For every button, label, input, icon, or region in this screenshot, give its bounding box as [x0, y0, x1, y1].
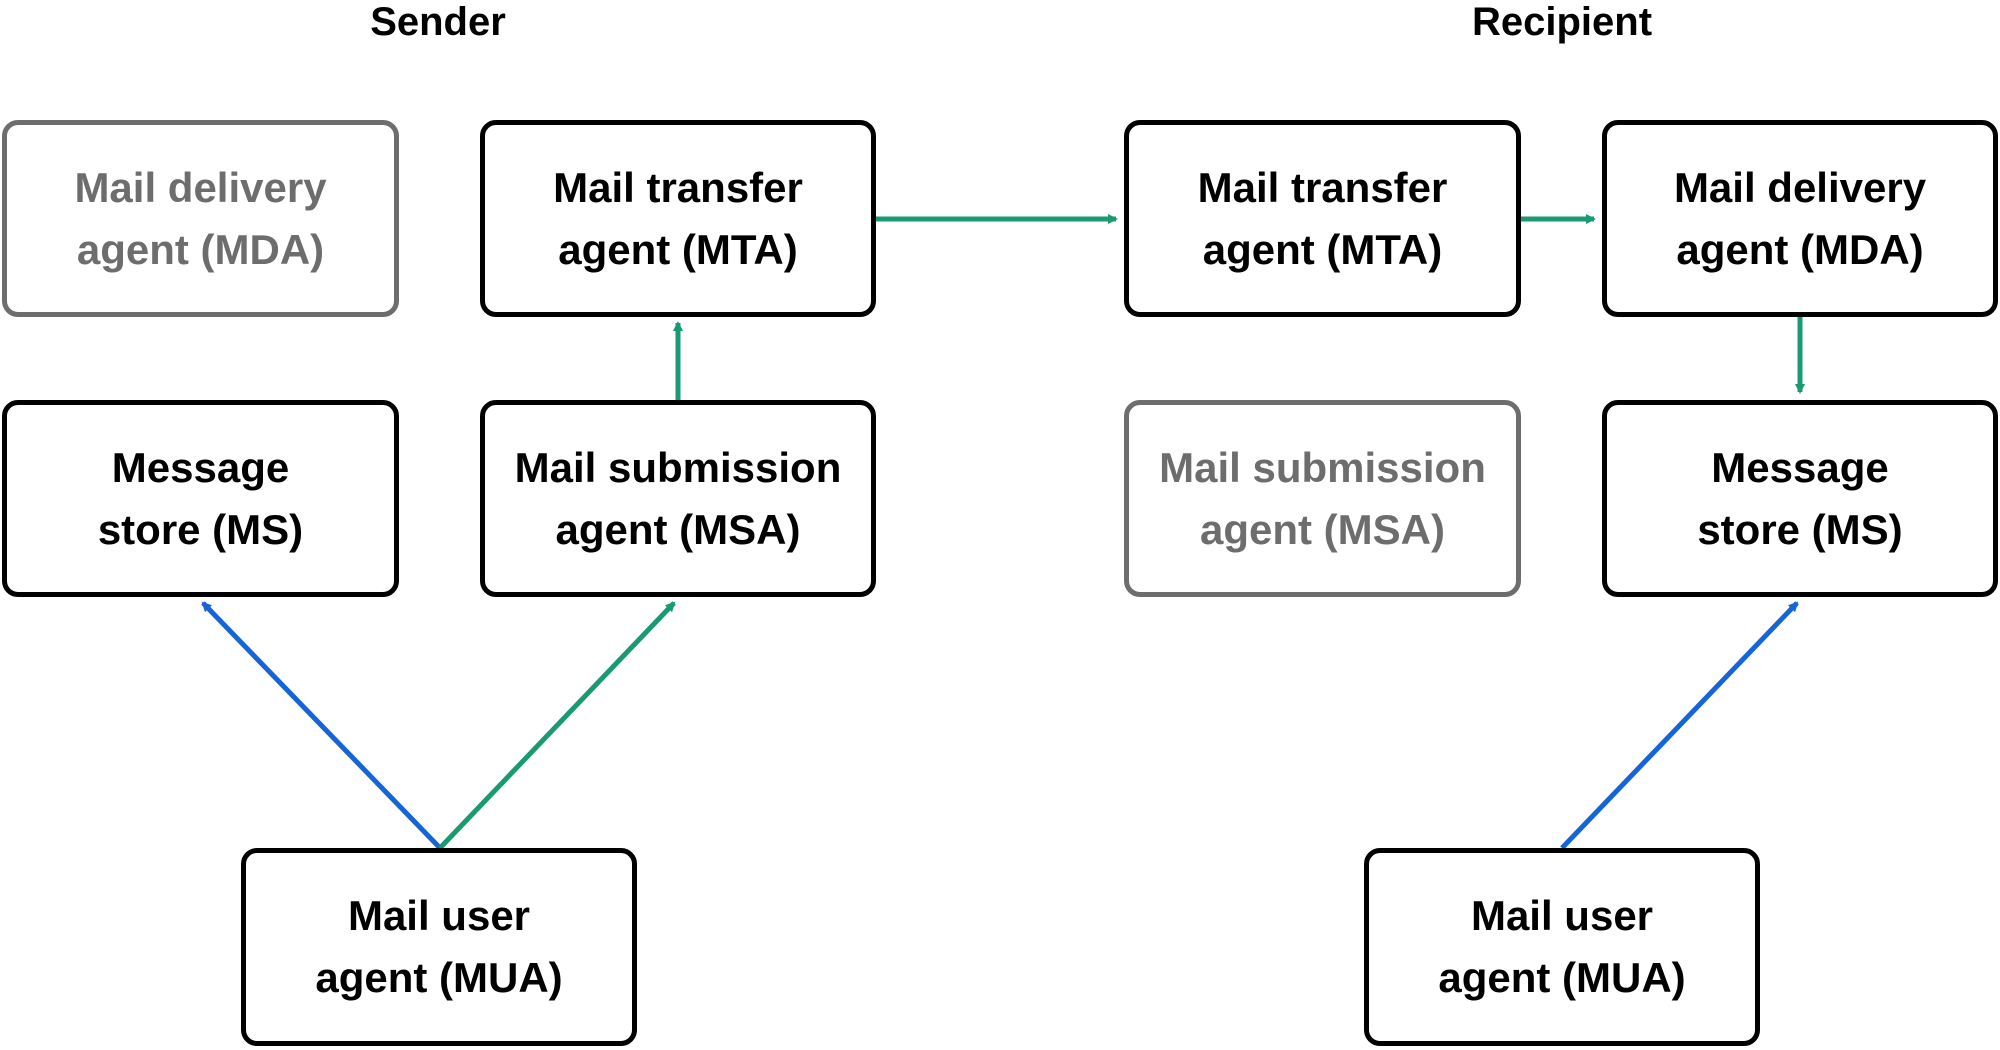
recipient-ms-box: Message store (MS) — [1602, 400, 1998, 597]
recipient-ms-label-line1: Message — [1711, 443, 1889, 491]
arrow-recipient-mua-to-recipient-ms — [1560, 601, 1799, 850]
recipient-msa-box: Mail submission agent (MSA) — [1124, 400, 1521, 597]
recipient-mta-label-line2: agent (MTA) — [1202, 225, 1443, 273]
recipient-msa-label-line2: agent (MSA) — [1200, 505, 1445, 553]
sender-mta-label-line1: Mail transfer — [553, 163, 803, 211]
recipient-mta-label-line1: Mail transfer — [1197, 163, 1448, 211]
recipient-ms-label-line2: store (MS) — [1697, 505, 1903, 553]
sender-ms-label-line2: store (MS) — [97, 505, 304, 553]
sender-ms-label-line1: Message — [111, 443, 290, 491]
recipient-msa-label-line1: Mail submission — [1159, 443, 1486, 491]
sender-ms-box: Message store (MS) — [2, 400, 399, 597]
recipient-mua-box: Mail user agent (MUA) — [1364, 848, 1760, 1046]
recipient-mta-box: Mail transfer agent (MTA) — [1124, 120, 1521, 317]
sender-heading: Sender — [370, 0, 506, 44]
sender-mua-label-line1: Mail user — [347, 892, 531, 939]
recipient-mda-label-line1: Mail delivery — [1673, 163, 1927, 211]
recipient-mua-label-line1: Mail user — [1470, 892, 1654, 939]
sender-mta-box: Mail transfer agent (MTA) — [480, 120, 876, 317]
sender-mua-label-line2: agent (MUA) — [315, 954, 563, 1001]
sender-mua-box: Mail user agent (MUA) — [241, 848, 637, 1046]
sender-mda-label-line1: Mail delivery — [74, 163, 327, 211]
sender-mda-box: Mail delivery agent (MDA) — [2, 120, 399, 317]
recipient-mda-label-line2: agent (MDA) — [1676, 225, 1924, 273]
recipient-mda-box: Mail delivery agent (MDA) — [1602, 120, 1998, 317]
sender-msa-label-line2: agent (MSA) — [555, 505, 801, 553]
arrow-sender-mua-to-sender-ms — [201, 601, 442, 850]
sender-msa-label-line1: Mail submission — [514, 443, 842, 491]
arrow-sender-mua-to-sender-msa — [438, 601, 676, 850]
sender-msa-box: Mail submission agent (MSA) — [480, 400, 876, 597]
recipient-heading: Recipient — [1471, 0, 1653, 44]
recipient-mua-label-line2: agent (MUA) — [1438, 954, 1686, 1001]
sender-mta-label-line2: agent (MTA) — [558, 225, 798, 273]
sender-mda-label-line2: agent (MDA) — [76, 225, 325, 273]
